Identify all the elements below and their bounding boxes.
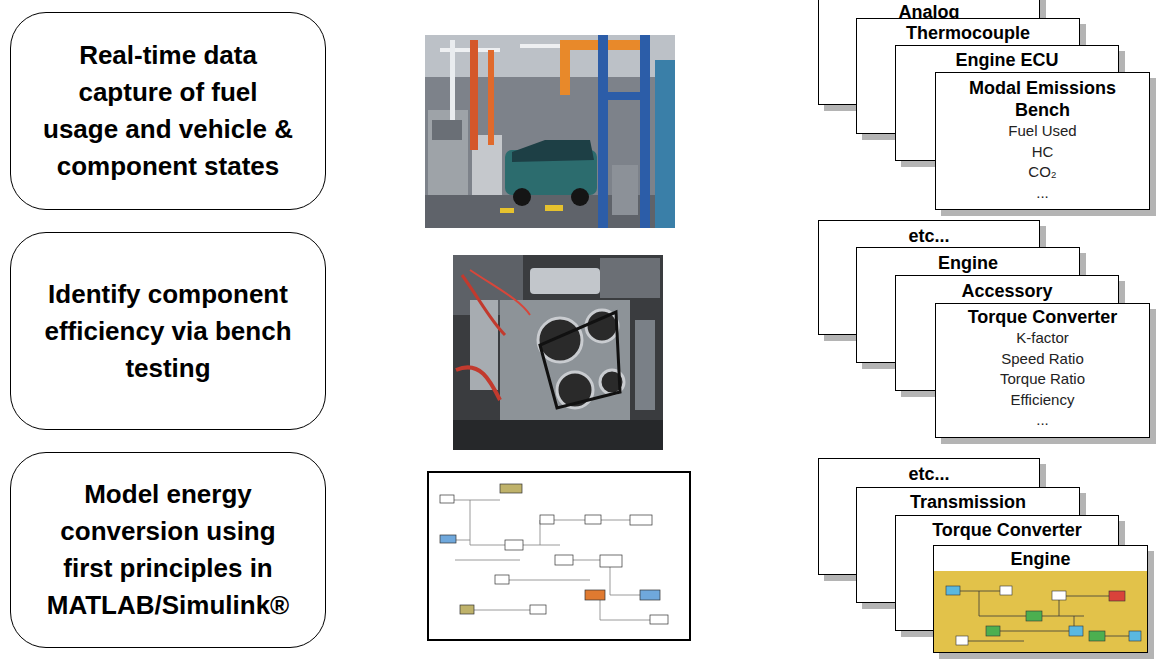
- engine-bench-photo: [453, 255, 663, 450]
- frame: [640, 35, 650, 228]
- wheel: [571, 188, 589, 206]
- model-block: [1129, 631, 1141, 641]
- step-box: Identify component efficiency via bench …: [10, 232, 326, 430]
- model-block: [1026, 611, 1042, 621]
- photo-ground: [453, 255, 663, 450]
- model-block: [495, 575, 509, 584]
- card-title: etc...: [825, 463, 1033, 485]
- ceiling: [425, 35, 675, 77]
- card-item: K-factor: [942, 328, 1143, 349]
- test-cell-photo: [425, 35, 675, 228]
- model-block: [540, 515, 554, 524]
- model-block: [640, 590, 660, 600]
- card-item: ...: [942, 183, 1143, 204]
- card-title: Transmission: [863, 491, 1073, 513]
- pulley: [538, 318, 582, 362]
- hose: [470, 40, 478, 150]
- card-item: Speed Ratio: [942, 349, 1143, 370]
- model-block: [1109, 591, 1125, 601]
- model-block: [1000, 586, 1012, 595]
- model-block: [530, 605, 546, 614]
- wheel: [513, 188, 531, 206]
- model-block: [585, 515, 601, 524]
- model-block: [956, 636, 968, 645]
- model-block: [630, 515, 652, 525]
- ceiling-light: [520, 44, 560, 48]
- frame: [598, 35, 608, 228]
- card-title: Thermocouple: [863, 22, 1073, 44]
- card-item: Torque Ratio: [942, 369, 1143, 390]
- step-box: Model energy conversion using first prin…: [10, 452, 326, 648]
- model-block: [650, 615, 668, 624]
- card-item: HC: [942, 142, 1143, 163]
- model-block: [946, 586, 960, 595]
- hose: [488, 50, 494, 145]
- model-block: [1069, 626, 1083, 636]
- model-block: [555, 555, 573, 565]
- pipe: [450, 40, 455, 120]
- step-text: Model energy conversion using first prin…: [43, 476, 293, 624]
- simulink-model-view: [428, 472, 690, 640]
- model-block: [600, 555, 622, 567]
- belt: [540, 312, 620, 408]
- model-block: [505, 540, 523, 550]
- model-block: [440, 535, 456, 543]
- step-box: Real-time data capture of fuel usage and…: [10, 12, 326, 210]
- intake: [530, 268, 600, 294]
- model-block: [986, 626, 1000, 636]
- chock: [500, 208, 514, 213]
- chock: [545, 205, 563, 211]
- door: [655, 60, 675, 228]
- card-title: Torque Converter: [942, 306, 1143, 328]
- card-item: Efficiency: [942, 390, 1143, 411]
- signal-lines: [445, 500, 660, 620]
- photo-ground: [425, 35, 675, 228]
- model-block: [460, 605, 474, 614]
- frame: [598, 92, 650, 100]
- cabinet-panel: [432, 120, 462, 140]
- card-title: Engine: [940, 548, 1141, 570]
- card-item: CO₂: [942, 162, 1143, 183]
- equipment: [612, 165, 638, 215]
- engine-block: [500, 300, 630, 420]
- base: [453, 420, 663, 450]
- wire: [462, 275, 505, 335]
- card-title: Engine ECU: [902, 49, 1112, 71]
- step-text: Identify component efficiency via bench …: [43, 276, 293, 387]
- wire: [470, 270, 530, 315]
- engine-model-picture: [934, 571, 1147, 652]
- card-title: Accessory: [902, 280, 1112, 302]
- minivan-window: [512, 140, 594, 162]
- hose: [456, 367, 500, 400]
- card-item: ...: [942, 410, 1143, 431]
- card-title: Modal Emissions Bench: [942, 77, 1143, 121]
- data-card: Modal Emissions BenchFuel UsedHCCO₂...: [935, 72, 1150, 210]
- model-block: [585, 590, 605, 600]
- frame: [600, 258, 660, 298]
- step-text: Real-time data capture of fuel usage and…: [43, 37, 293, 185]
- card-item: Fuel Used: [942, 121, 1143, 142]
- model-block: [1089, 631, 1105, 641]
- card-title: etc...: [825, 225, 1033, 247]
- bracket: [635, 320, 655, 410]
- model-ground: [934, 571, 1147, 652]
- beam: [560, 40, 570, 95]
- model-block: [500, 484, 522, 493]
- card-title: Engine: [863, 252, 1073, 274]
- model-block: [1052, 591, 1066, 600]
- model-block: [440, 495, 454, 503]
- model-frame: [428, 472, 690, 640]
- data-card: Torque ConverterK-factorSpeed RatioTorqu…: [935, 303, 1150, 438]
- card-title: Torque Converter: [902, 519, 1112, 541]
- signal-lines: [954, 591, 1134, 641]
